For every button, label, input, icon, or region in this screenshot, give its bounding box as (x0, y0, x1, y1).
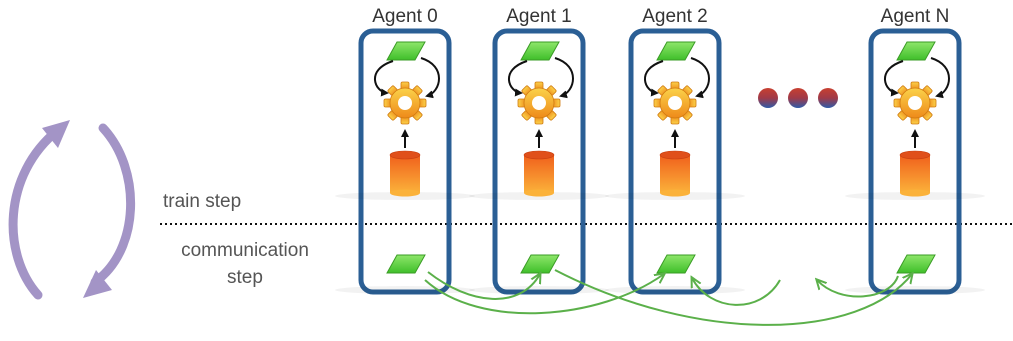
agent-column: Agent 0 (335, 6, 475, 295)
agent-container (868, 28, 962, 295)
update-arrow (930, 57, 950, 99)
update-arrow (884, 60, 904, 97)
gear-icon (653, 81, 697, 125)
update-arrow (508, 60, 528, 97)
gear-icon (893, 81, 937, 125)
shadow (335, 286, 475, 294)
database-icon (523, 150, 555, 197)
agents: Agent 0 Agent 1 Agent 2 Agent N (335, 6, 985, 295)
update-arrow (420, 57, 440, 99)
parallelogram-icon (896, 254, 936, 274)
parallelogram-icon (520, 41, 560, 61)
parallelogram-icon (520, 254, 560, 274)
gear-icon (517, 81, 561, 125)
train-step-label: train step (163, 191, 241, 212)
communication-arrows (424, 269, 912, 326)
update-arrow (690, 57, 710, 99)
agent-container (492, 28, 586, 295)
agent-column: Agent 2 (605, 6, 745, 295)
agent-container (628, 28, 722, 295)
update-arrow (374, 60, 394, 97)
database-icon (899, 150, 931, 197)
gear-icon (383, 81, 427, 125)
database-icon (659, 150, 691, 197)
agent-label: Agent 2 (642, 6, 708, 27)
parallelogram-icon (386, 41, 426, 61)
agent-label: Agent 1 (506, 6, 572, 27)
agent-label: Agent N (881, 6, 950, 27)
database-icon (389, 150, 421, 197)
update-arrow (554, 57, 574, 99)
agent-column: Agent 1 (469, 6, 609, 295)
update-arrow (644, 60, 664, 97)
agent-label: Agent 0 (372, 6, 438, 27)
communication-step-label: communication (181, 240, 309, 261)
shadow (469, 286, 609, 294)
agent-column: Agent N (845, 6, 985, 295)
parallelogram-icon (386, 254, 426, 274)
ellipsis-icon (758, 88, 838, 108)
parallelogram-icon (656, 41, 696, 61)
parallelogram-icon (896, 41, 936, 61)
shadow (845, 286, 985, 294)
parallelogram-icon (656, 254, 696, 274)
shadow (605, 286, 745, 294)
agent-container (358, 28, 452, 295)
communication-step-label-line2: step (227, 267, 263, 288)
cycle-arrows-icon (8, 120, 135, 300)
